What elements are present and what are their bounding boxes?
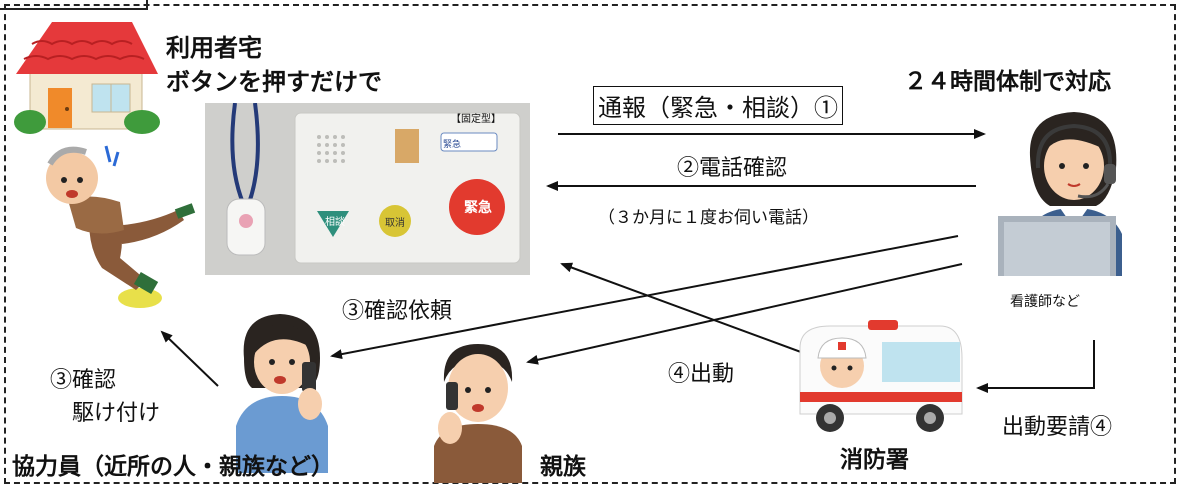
center-title: ２４時間体制で対応 bbox=[904, 68, 1111, 95]
relative-label: 親族 bbox=[540, 454, 586, 480]
frame-corner-tab bbox=[0, 0, 148, 10]
arrow-dispatch bbox=[560, 262, 829, 363]
operator-icon bbox=[998, 112, 1122, 276]
house-icon bbox=[14, 22, 160, 134]
device-green-button-label: 相談 bbox=[325, 217, 345, 228]
staff-label: 看護師など bbox=[1010, 294, 1080, 310]
fire-station-label: 消防署 bbox=[840, 447, 909, 473]
rush-label-line1: ③確認 bbox=[50, 368, 117, 393]
device-red-button-label: 緊急 bbox=[464, 200, 492, 216]
relative-icon bbox=[434, 344, 522, 483]
device-yellow-button-label: 取消 bbox=[385, 218, 405, 229]
helper-icon bbox=[236, 314, 328, 473]
emergency-device-photo bbox=[205, 102, 530, 275]
phone-check-label: ②電話確認 bbox=[677, 156, 788, 181]
device-tag: 【固定型】 bbox=[451, 114, 501, 125]
user-home-label-line1: 利用者宅 bbox=[166, 34, 262, 62]
dispatch-request-label: 出動要請④ bbox=[1002, 415, 1113, 440]
device-top-button-label: 緊急 bbox=[443, 140, 462, 150]
dispatch-label: ④出動 bbox=[668, 362, 735, 387]
arrow-dispatch-request bbox=[976, 340, 1095, 393]
helper-label: 協力員（近所の人・親族など） bbox=[12, 454, 334, 480]
confirm-request-label: ③確認依頼 bbox=[342, 299, 453, 324]
report-label: 通報（緊急・相談）① bbox=[593, 86, 843, 125]
rush-label-line2: 駆け付け bbox=[72, 401, 161, 426]
ambulance-icon bbox=[799, 320, 963, 432]
arrow-confirm-relative bbox=[526, 263, 963, 365]
diagram-frame bbox=[4, 4, 1176, 484]
arrow-rush bbox=[160, 330, 219, 387]
arrow-confirm-helper bbox=[330, 235, 959, 360]
falling-elderly-icon bbox=[46, 145, 196, 308]
user-home-label-line2: ボタンを押すだけで bbox=[166, 68, 382, 96]
monthly-call-label: （３か月に１度お伺い電話） bbox=[598, 208, 819, 228]
